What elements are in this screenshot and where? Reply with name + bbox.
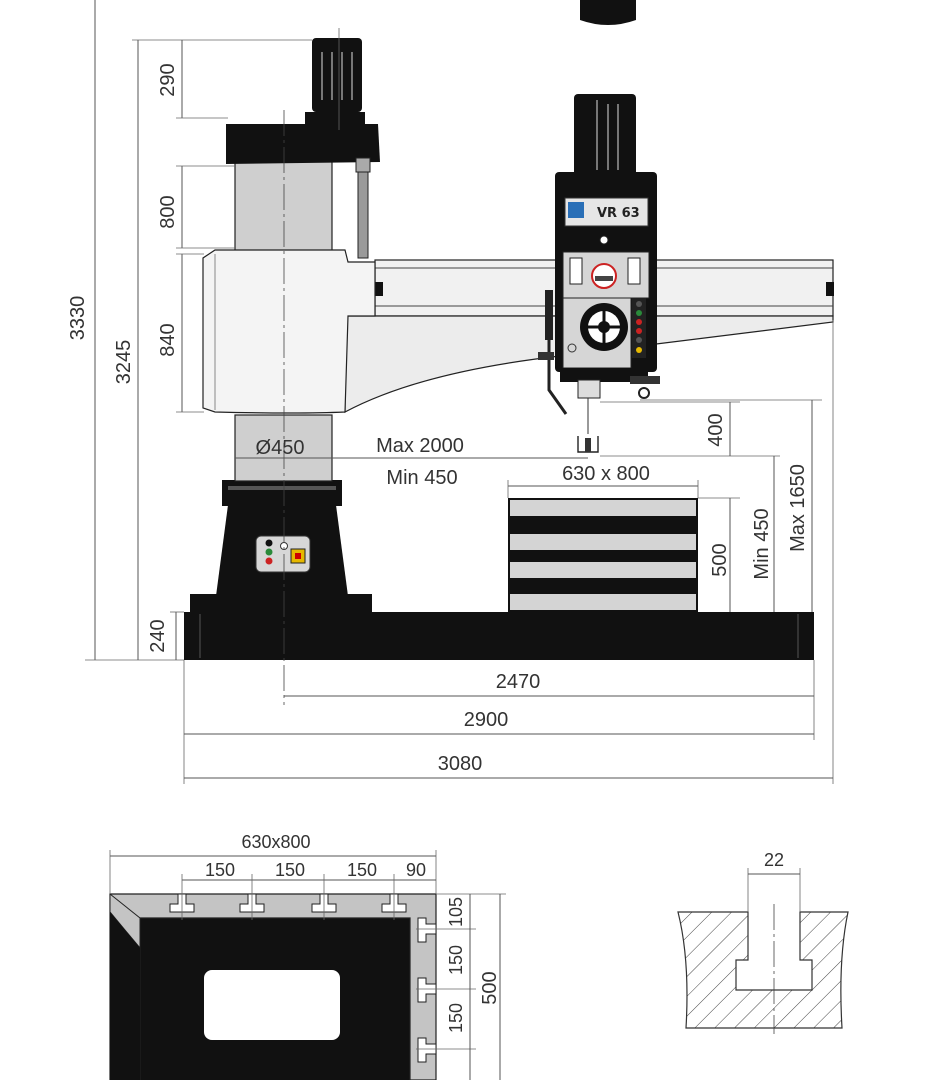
indicator-lamp-green <box>265 548 273 556</box>
tslot-detail-view: 22 <box>677 850 849 1034</box>
arm-sleeve <box>202 249 376 414</box>
detail-slot-spacing-2: 150 <box>275 860 305 880</box>
dim-min-spindle-table: Min 450 <box>751 508 773 579</box>
dim-base-height: 240 <box>147 619 169 652</box>
right-dimensions: 400 500 Min 450 Max 1650 <box>600 399 822 612</box>
left-dimensions: 3330 3245 290 800 840 240 <box>67 0 312 661</box>
top-cropped-part <box>580 0 636 25</box>
column <box>234 159 333 482</box>
detail-slot-spacing-3: 150 <box>347 860 377 880</box>
dim-max-spindle-base: Max 1650 <box>787 464 809 552</box>
detail-slot-end: 90 <box>406 860 426 880</box>
brand-logo-icon <box>568 202 584 218</box>
column-foot <box>190 480 372 614</box>
table-detail-view: 630x800 150 150 150 90 105 150 150 500 <box>109 832 506 1080</box>
dim-base-length: 2900 <box>464 709 509 731</box>
dim-arm-top-height: 3245 <box>113 340 135 385</box>
dim-table-height: 500 <box>709 543 731 576</box>
dim-base-length-from-column: 2470 <box>496 671 541 693</box>
dim-spindle-stroke: 400 <box>705 413 727 446</box>
detail-side-spacing-low: 150 <box>446 1003 466 1033</box>
reach-dimensions: Ø450 Max 2000 Min 450 630 x 800 <box>235 435 699 498</box>
dim-column-upper: 800 <box>157 195 179 228</box>
drilling-head: VR 63 <box>538 94 660 453</box>
dim-overall-length: 3080 <box>438 753 483 775</box>
column-motor <box>226 38 380 259</box>
detail-side-spacing-top: 105 <box>446 897 466 927</box>
table-window <box>204 970 340 1040</box>
dim-arm-block: 840 <box>157 323 179 356</box>
side-view: VR 63 <box>67 0 834 784</box>
machine-base <box>184 612 814 660</box>
tslot-section <box>677 911 849 1029</box>
bottom-dimensions: 2470 2900 3080 <box>183 320 834 784</box>
dim-min-reach: Min 450 <box>386 467 457 489</box>
detail-table-size: 630x800 <box>241 832 310 852</box>
indicator-lamp-black <box>265 539 273 547</box>
dim-column-diameter: Ø450 <box>256 437 305 459</box>
indicator-lamp-red <box>265 557 273 565</box>
dim-max-reach: Max 2000 <box>376 435 464 457</box>
detail-table-height: 500 <box>479 971 501 1004</box>
dim-total-height: 3330 <box>67 296 89 341</box>
box-table <box>508 498 698 612</box>
dim-motor-height: 290 <box>157 63 179 96</box>
dim-table-size: 630 x 800 <box>562 463 650 485</box>
tslot-width: 22 <box>764 850 784 870</box>
side-tslots <box>417 917 437 1063</box>
model-label: VR 63 <box>597 206 640 221</box>
detail-slot-spacing-1: 150 <box>205 860 235 880</box>
elevating-screw <box>357 171 369 259</box>
head-lamp <box>599 235 609 245</box>
detail-side-spacing-mid: 150 <box>446 945 466 975</box>
